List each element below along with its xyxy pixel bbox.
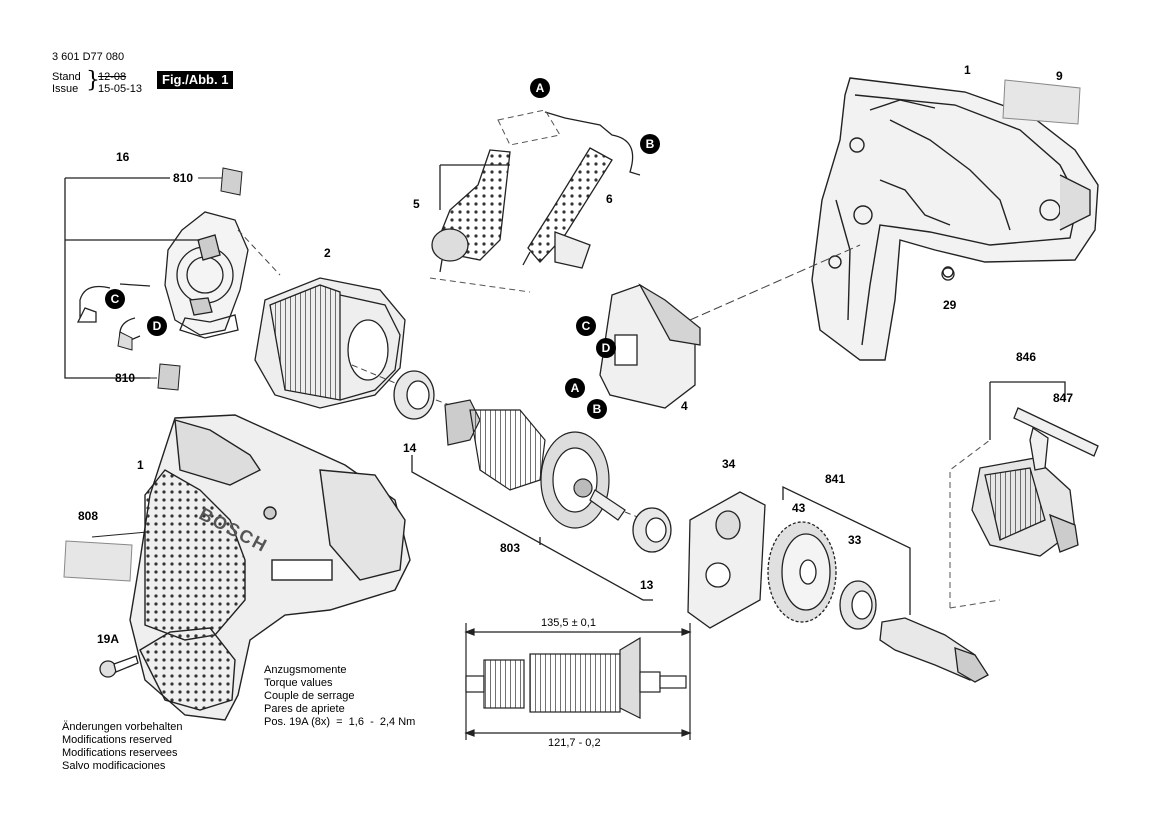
gear-43	[767, 521, 837, 623]
torque-line-4: Pares de apriete	[264, 703, 345, 715]
connector-c-brush: C	[105, 289, 125, 309]
bearing-33	[839, 580, 877, 630]
label-part-810-top: 810	[173, 171, 194, 185]
label-part-14: 14	[403, 441, 417, 455]
torque-line-2: Torque values	[264, 677, 333, 689]
connector-b-top: B	[640, 134, 660, 154]
drill-body	[129, 414, 411, 721]
notice-line-4: Salvo modificaciones	[62, 760, 166, 772]
housing-half	[811, 77, 1099, 361]
stand-date: 12-08	[98, 71, 127, 83]
label-part-847: 847	[1053, 391, 1074, 405]
connector-b-switch: B	[587, 399, 607, 419]
carbon-brush-bottom	[157, 363, 181, 391]
drill-spindle	[879, 617, 989, 683]
label-part-33: 33	[848, 533, 862, 547]
label-plate-9	[1002, 79, 1081, 125]
label-part-34: 34	[722, 457, 736, 471]
connector-a-top: A	[530, 78, 550, 98]
label-part-6: 6	[606, 192, 613, 206]
label-part-808: 808	[78, 509, 99, 523]
label-part-16: 16	[116, 150, 130, 164]
connector-d-brush: D	[147, 316, 167, 336]
label-part-810-bottom: 810	[115, 371, 136, 385]
switch	[599, 283, 701, 409]
armature	[444, 399, 626, 529]
notice-line-3: Modifications reservees	[62, 747, 178, 759]
o-ring-29	[941, 267, 955, 281]
connector-c-switch: C	[576, 316, 596, 336]
label-plate-808	[63, 540, 133, 582]
label-part-4: 4	[681, 399, 688, 413]
label-part-841: 841	[825, 472, 846, 486]
part-number: 3 601 D77 080	[52, 51, 125, 63]
label-part-13: 13	[640, 578, 654, 592]
brush-holder	[164, 211, 249, 339]
ball-bearing-14	[393, 370, 435, 420]
issue-label: Issue	[52, 83, 79, 95]
stand-label: Stand	[52, 71, 81, 83]
torque-values-block: Anzugsmomente Torque values Couple de se…	[264, 664, 415, 729]
header-brace: }	[86, 68, 100, 93]
label-part-1-drill: 1	[137, 458, 144, 472]
cable-sleeve-6	[522, 147, 613, 269]
label-part-803: 803	[500, 541, 521, 555]
modifications-notice: Änderungen vorbehalten Modifications res…	[62, 721, 182, 773]
notice-line-2: Modifications reserved	[62, 734, 173, 746]
label-part-43: 43	[792, 501, 806, 515]
label-part-19a: 19A	[97, 632, 120, 646]
label-part-9: 9	[1056, 69, 1063, 83]
label-part-5: 5	[413, 197, 420, 211]
torque-line-1: Anzugsmomente	[264, 664, 347, 676]
armature-dimension-drawing	[464, 623, 692, 740]
connector-a-switch: A	[565, 378, 585, 398]
torque-line-5: Pos. 19A (8x) = 1,6 - 2,4 Nm	[264, 716, 416, 728]
chuck-key	[1013, 407, 1099, 471]
keyed-chuck	[971, 457, 1079, 557]
bearing-plate-34	[687, 491, 766, 629]
issue-date: 15-05-13	[98, 83, 143, 95]
carbon-brush-top	[220, 167, 243, 196]
label-part-846: 846	[1016, 350, 1037, 364]
figure-label: Fig./Abb. 1	[157, 71, 234, 89]
screw-19a	[99, 655, 139, 678]
label-part-2: 2	[324, 246, 331, 260]
label-part-29: 29	[943, 298, 957, 312]
cable-sleeve-5	[431, 149, 511, 273]
connector-d-switch: D	[596, 338, 616, 358]
dimension-bottom: 121,7 - 0,2	[548, 737, 601, 749]
ball-bearing-13	[632, 507, 672, 553]
notice-line-1: Änderungen vorbehalten	[62, 721, 183, 733]
field-stator	[254, 277, 406, 409]
torque-line-3: Couple de serrage	[264, 690, 355, 702]
label-part-1-housing: 1	[964, 63, 971, 77]
dimension-top: 135,5 ± 0,1	[541, 617, 596, 629]
